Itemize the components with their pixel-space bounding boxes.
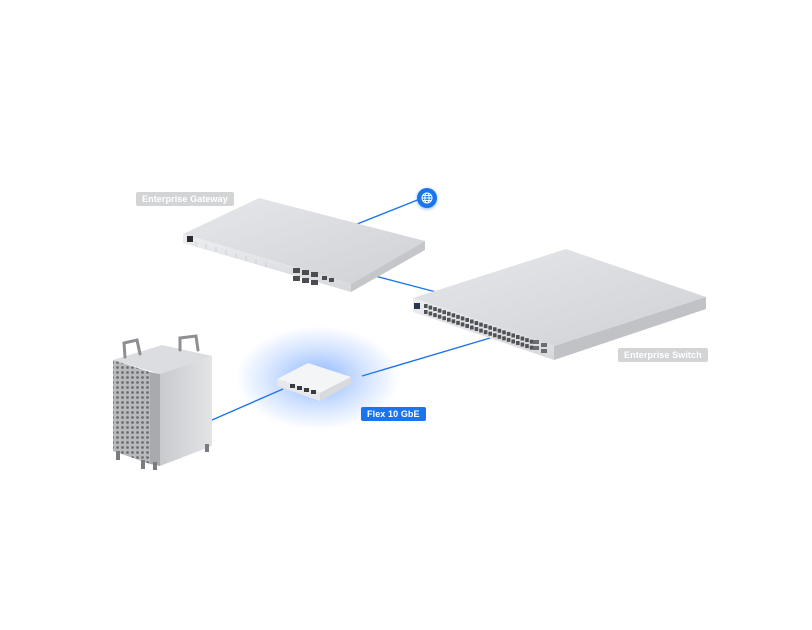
switch-port bbox=[488, 331, 492, 336]
switch-port bbox=[511, 333, 515, 338]
enterprise-switch-label: Enterprise Switch bbox=[618, 348, 708, 362]
enterprise-gateway-label: Enterprise Gateway bbox=[136, 192, 234, 206]
switch-port bbox=[470, 319, 474, 324]
enterprise-switch-device bbox=[413, 249, 706, 360]
workstation-tower bbox=[113, 334, 212, 470]
switch-port bbox=[470, 325, 474, 330]
globe-icon bbox=[417, 188, 437, 208]
switch-port bbox=[479, 328, 483, 333]
switch-port bbox=[447, 311, 451, 316]
flex-ports bbox=[290, 384, 316, 394]
flex-10gbe-label: Flex 10 GbE bbox=[361, 407, 426, 421]
switch-port bbox=[433, 313, 437, 318]
switch-port bbox=[474, 321, 479, 326]
switch-port bbox=[520, 336, 525, 341]
switch-logo bbox=[414, 303, 420, 309]
switch-port bbox=[479, 322, 483, 327]
switch-sfp-ports bbox=[533, 340, 547, 353]
enterprise-gateway-device bbox=[183, 198, 425, 292]
switch-port bbox=[506, 337, 511, 342]
link-gateway-internet bbox=[351, 198, 421, 227]
switch-port bbox=[460, 316, 465, 321]
switch-port bbox=[502, 336, 506, 341]
switch-port bbox=[525, 344, 529, 349]
switch-port bbox=[465, 323, 469, 328]
switch-port bbox=[433, 307, 437, 312]
switch-port bbox=[437, 308, 442, 313]
switch-port bbox=[497, 334, 502, 339]
switch-port bbox=[442, 316, 446, 321]
switch-port bbox=[474, 327, 479, 332]
tower-handles bbox=[122, 334, 200, 359]
switch-port bbox=[437, 314, 442, 319]
switch-port bbox=[520, 342, 525, 347]
switch-port bbox=[502, 330, 506, 335]
switch-port bbox=[428, 305, 433, 310]
switch-port bbox=[516, 335, 520, 339]
switch-port bbox=[424, 304, 428, 308]
switch-port bbox=[456, 320, 460, 325]
switch-port bbox=[447, 317, 451, 322]
link-gateway-switch bbox=[374, 275, 437, 293]
switch-port bbox=[456, 314, 460, 319]
switch-port bbox=[428, 311, 433, 316]
switch-port bbox=[529, 345, 534, 350]
switch-port bbox=[465, 317, 469, 322]
tower-feet bbox=[116, 444, 209, 470]
switch-port bbox=[497, 328, 502, 333]
switch-port bbox=[460, 322, 465, 327]
switch-port bbox=[451, 313, 456, 318]
switch-port bbox=[451, 319, 456, 324]
gateway-display bbox=[187, 236, 193, 242]
switch-port bbox=[488, 325, 492, 330]
switch-port bbox=[493, 333, 497, 338]
gateway-ports bbox=[293, 268, 334, 285]
switch-port bbox=[525, 338, 529, 343]
switch-port bbox=[483, 330, 488, 335]
switch-port bbox=[516, 341, 520, 345]
switch-port bbox=[506, 331, 511, 336]
flex-10gbe-device bbox=[236, 326, 400, 430]
switch-port bbox=[442, 310, 446, 315]
switch-ports bbox=[424, 304, 534, 350]
switch-port bbox=[424, 310, 428, 314]
switch-port bbox=[483, 324, 488, 329]
switch-port bbox=[511, 339, 515, 344]
switch-port bbox=[529, 339, 534, 344]
switch-port bbox=[493, 327, 497, 332]
